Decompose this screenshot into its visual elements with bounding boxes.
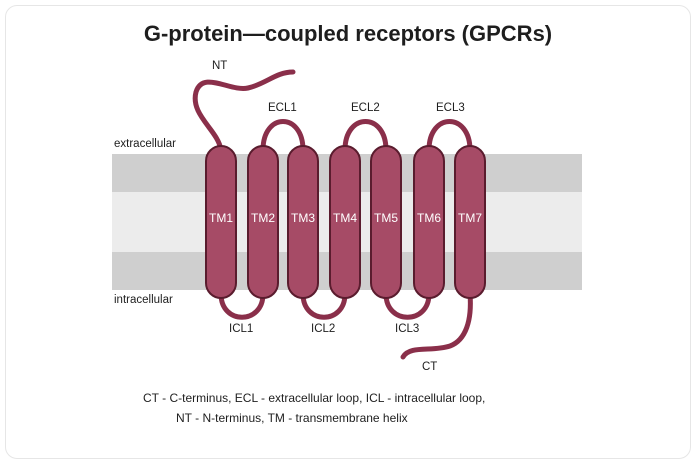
helix-label-tm3: TM3 bbox=[291, 211, 315, 225]
icl3-label: ICL3 bbox=[395, 323, 419, 335]
ecl3-label: ECL3 bbox=[436, 102, 465, 114]
helix-label-tm6: TM6 bbox=[417, 211, 441, 225]
helix-tm5 bbox=[370, 145, 402, 299]
legend-line-1: CT - C-terminus, ECL - extracellular loo… bbox=[143, 391, 486, 405]
icl1-loop bbox=[218, 291, 266, 320]
helix-label-tm7: TM7 bbox=[458, 211, 482, 225]
helix-tm7 bbox=[454, 145, 486, 299]
ecl2-label: ECL2 bbox=[351, 102, 380, 114]
helix-label-tm2: TM2 bbox=[251, 211, 275, 225]
n-terminus-chain bbox=[192, 69, 296, 153]
icl2-label: ICL2 bbox=[311, 323, 335, 335]
ecl1-loop bbox=[260, 119, 306, 153]
c-terminus-chain bbox=[400, 291, 473, 360]
ecl3-loop bbox=[426, 119, 473, 153]
extracellular-label: extracellular bbox=[114, 138, 176, 150]
icl3-loop bbox=[383, 291, 432, 320]
intracellular-label: intracellular bbox=[114, 294, 173, 306]
helix-label-tm1: TM1 bbox=[209, 211, 233, 225]
icl2-loop bbox=[300, 291, 348, 320]
legend-line-2: NT - N-terminus, TM - transmembrane heli… bbox=[176, 411, 408, 425]
ct-label: CT bbox=[422, 361, 437, 373]
helix-tm6 bbox=[413, 145, 445, 299]
icl1-label: ICL1 bbox=[229, 323, 253, 335]
figure-title: G-protein—coupled receptors (GPCRs) bbox=[143, 21, 553, 46]
helix-tm4 bbox=[329, 145, 361, 299]
transmembrane-helices: TM1 TM2 TM3 TM4 TM5 TM6 TM7 bbox=[205, 145, 486, 299]
nt-label: NT bbox=[212, 60, 227, 72]
ecl2-loop bbox=[342, 119, 389, 153]
helix-label-tm5: TM5 bbox=[374, 211, 398, 225]
helix-label-tm4: TM4 bbox=[333, 211, 357, 225]
helix-tm3 bbox=[287, 145, 319, 299]
helix-tm1 bbox=[205, 145, 237, 299]
ecl1-label: ECL1 bbox=[268, 102, 297, 114]
helix-tm2 bbox=[247, 145, 279, 299]
